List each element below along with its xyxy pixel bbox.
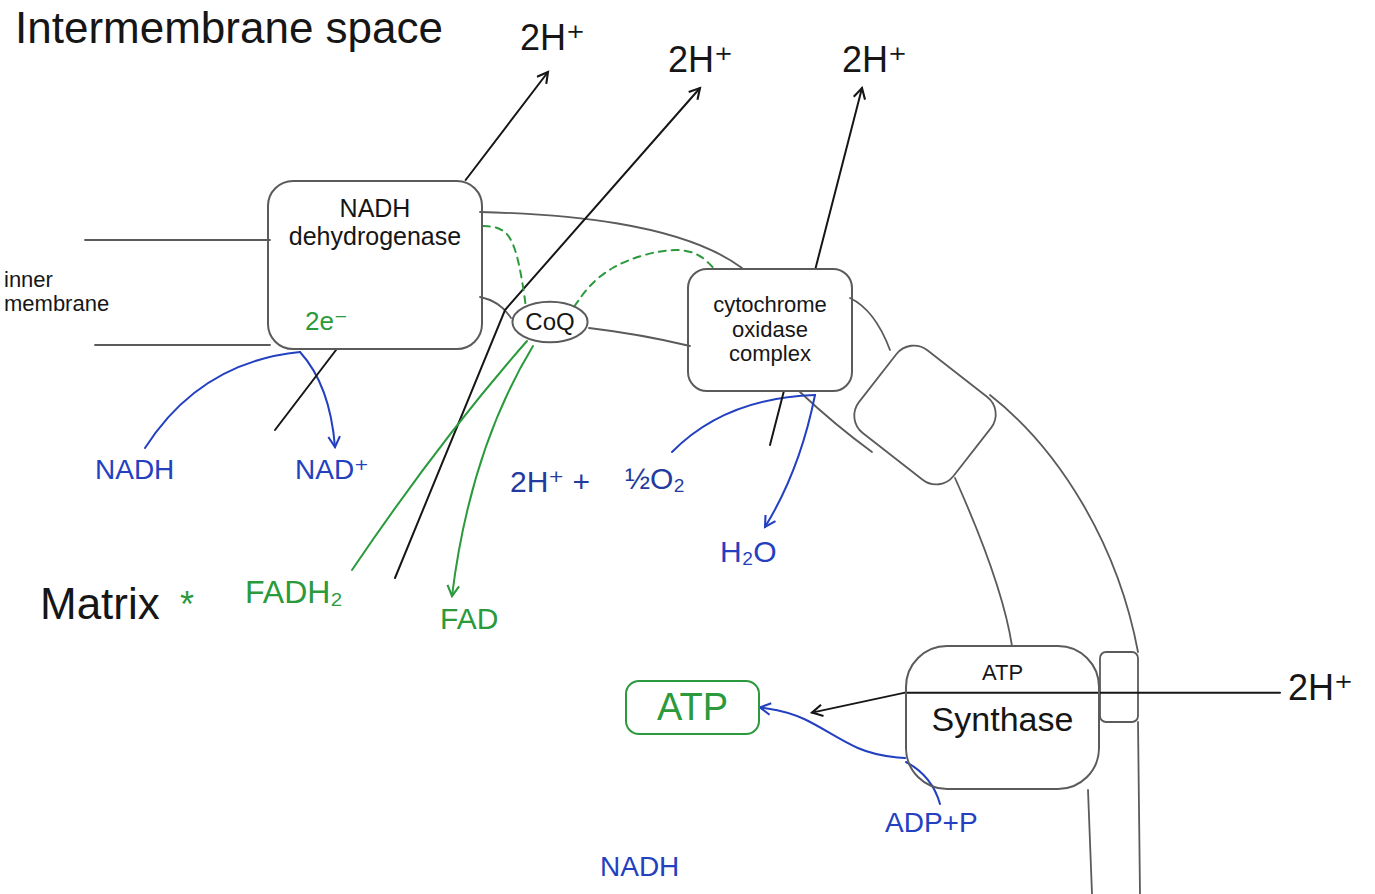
region-label: inner membrane [4,268,116,316]
region-label: Intermembrane space [15,4,443,52]
node-title: cytochrome oxidase complex [697,293,843,367]
enzyme-complex: NADH dehydrogenase 2e⁻ [267,180,483,350]
membrane-line [850,298,890,350]
product-arrow [760,708,905,759]
product-box: ATP [625,680,760,735]
proton-arrow [770,392,784,445]
molecule-label-slot: NAD⁺ [295,455,369,486]
node-text: 2e⁻ [305,307,348,336]
reaction-arrow [906,762,940,804]
molecule-label: NADH [95,455,174,486]
asterisk-mark-slot: * [180,585,194,625]
ion-label-slot: 2H⁺ [842,40,907,80]
reaction-arrow [145,352,300,448]
ion-label: 2H⁺ [668,40,733,80]
ion-label: 2H⁺ [842,40,907,80]
atp-synthase: ATP Synthase [905,645,1100,790]
proton-arrow [275,350,336,430]
reaction-arrow [672,395,815,452]
membrane-line [800,392,872,452]
molecule-label: ADP+P [885,808,978,839]
molecule-label: NAD⁺ [295,455,369,486]
ion-label: 2H⁺ [520,18,585,58]
molecule-label-slot: NADH [95,455,174,486]
membrane-line [589,328,690,346]
proton-arrow [816,88,862,268]
membrane-line [955,478,1012,646]
membrane-line [95,344,270,346]
region-label-slot: Intermembrane space [15,4,443,52]
membrane-protein [845,337,1004,494]
reaction-arrow [765,395,815,527]
asterisk-mark: * [180,585,194,625]
ion-label-slot: 2H⁺ [1288,668,1353,708]
synthase-channel [1100,652,1138,722]
molecule-label-slot: ADP+P [885,808,978,839]
molecule-label-slot: 2H⁺ + [510,465,590,498]
molecule-label-slot: ½O₂ [625,462,685,495]
ion-label-slot: 2H⁺ [668,40,733,80]
node-title: ATP [982,661,1023,686]
molecule-label: H₂O [720,535,777,568]
membrane-line [990,395,1138,652]
region-label-slot: inner membrane [4,268,116,316]
molecule-label: FADH₂ [245,575,343,610]
reaction-arrow [300,352,335,447]
node-text: Synthase [932,700,1074,738]
proton-arrow [395,88,700,578]
molecule-label: ½O₂ [625,462,685,495]
membrane-line [1138,722,1140,894]
molecule-label-slot: FADH₂ [245,575,343,610]
region-label: Matrix [40,580,160,628]
electron-path [574,250,713,306]
enzyme-complex: cytochrome oxidase complex [687,268,853,392]
membrane-line [85,239,270,241]
carrier-circle: CoQ [510,299,590,345]
molecule-label-slot: NADH [600,852,679,883]
proton-arrow [466,72,548,180]
carrier-outline [512,302,587,342]
molecule-label: 2H⁺ + [510,465,590,498]
membrane-line [480,212,742,268]
synthase-stalk [1088,790,1092,894]
molecule-label-slot: FAD [440,602,498,635]
ion-label-slot: 2H⁺ [520,18,585,58]
molecule-label-slot: H₂O [720,535,777,568]
molecule-label: NADH [600,852,679,883]
ion-label: 2H⁺ [1288,668,1353,708]
region-label-slot: Matrix [40,580,160,628]
node-title: ATP [657,686,728,729]
molecule-label: FAD [440,602,498,635]
node-title: CoQ [525,309,574,336]
reaction-arrow [352,341,527,570]
node-title: NADH dehydrogenase [281,194,469,250]
electron-path [483,226,526,307]
